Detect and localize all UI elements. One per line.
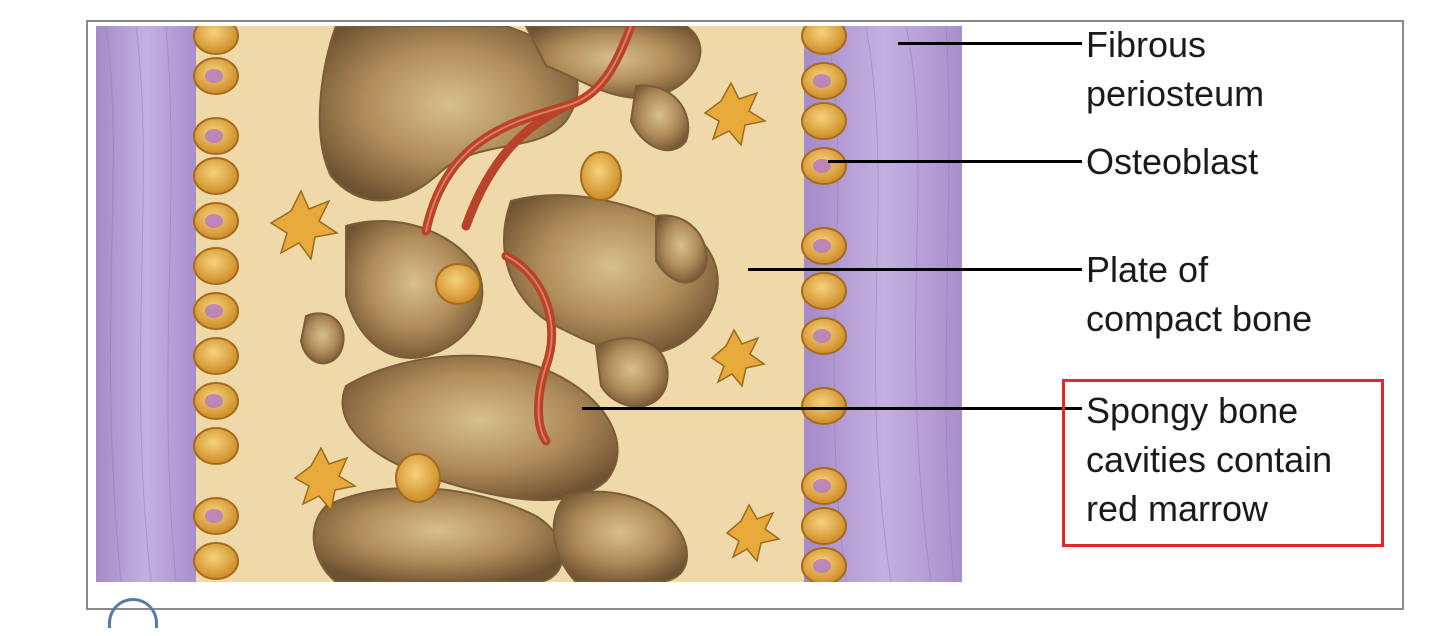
leader-osteoblast bbox=[828, 160, 1082, 163]
osteoblast-column-right bbox=[801, 26, 847, 582]
label-compact-bone: Plate of compact bone bbox=[1086, 245, 1312, 343]
label-line: red marrow bbox=[1086, 488, 1269, 529]
label-spongy-bone: Spongy bone cavities contain red marrow bbox=[1086, 386, 1332, 533]
leader-compact-bone bbox=[748, 268, 1082, 271]
label-line: Osteoblast bbox=[1086, 141, 1259, 182]
blood-vessel-highlights bbox=[425, 26, 632, 442]
label-line: periosteum bbox=[1086, 73, 1265, 114]
leader-spongy-bone bbox=[582, 407, 1082, 410]
osteocytes bbox=[269, 81, 781, 563]
bone-illustration bbox=[96, 26, 962, 582]
label-line: compact bone bbox=[1086, 298, 1313, 339]
label-line: Fibrous bbox=[1086, 24, 1207, 65]
spongy-bone-highlight-box bbox=[1062, 379, 1384, 547]
periosteum-left bbox=[96, 26, 196, 582]
embedded-osteoblasts bbox=[395, 151, 622, 503]
osteoblast-nuclei bbox=[205, 69, 831, 573]
label-line: Plate of bbox=[1086, 249, 1209, 290]
label-osteoblast: Osteoblast bbox=[1086, 137, 1258, 186]
label-line: Spongy bone bbox=[1086, 390, 1299, 431]
leader-fibrous-periosteum bbox=[898, 42, 1082, 45]
label-line: cavities contain bbox=[1086, 439, 1333, 480]
osteoblast-column-left bbox=[193, 26, 239, 580]
label-fibrous-periosteum: Fibrous periosteum bbox=[1086, 20, 1264, 118]
